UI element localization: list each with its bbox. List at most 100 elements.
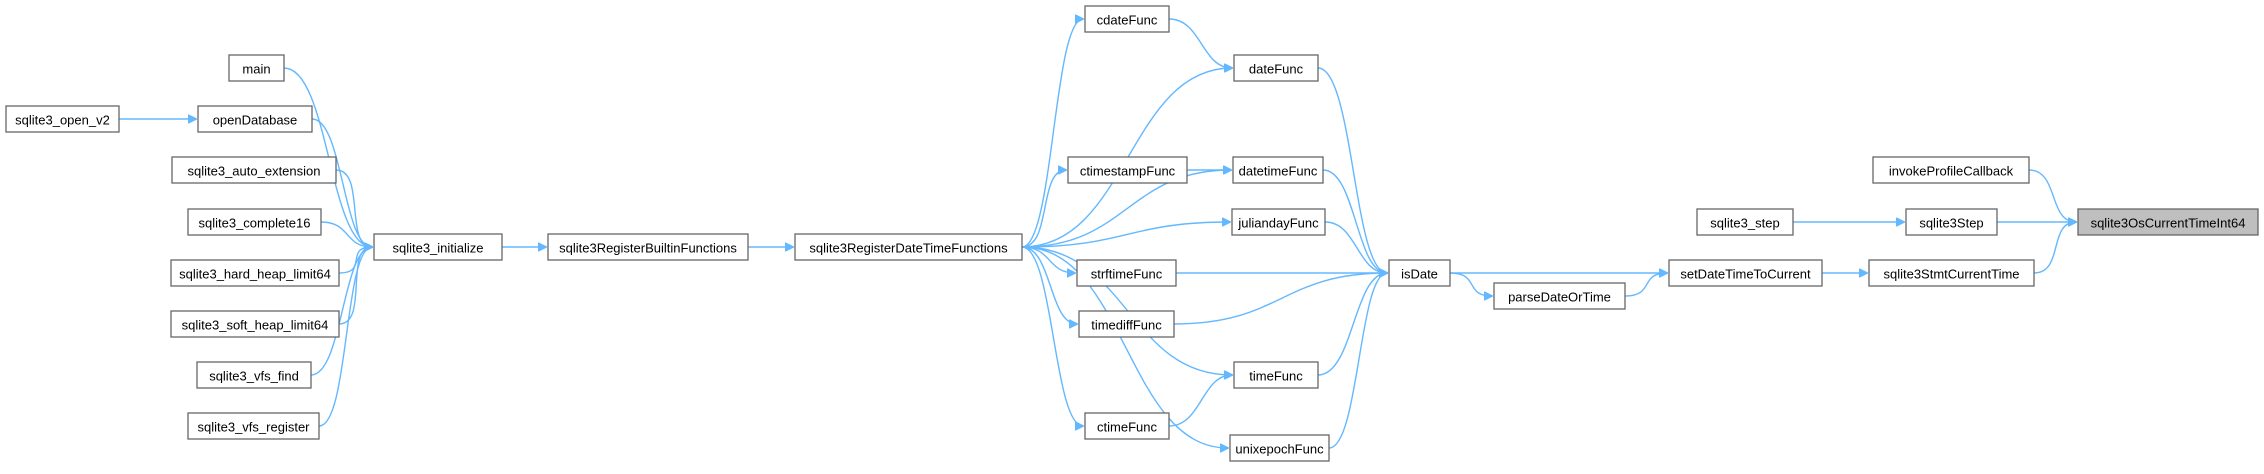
node-box[interactable] [1084,412,1170,440]
edge-cdate-func-to-date-func [1168,18,1232,68]
node-label: unixepochFunc [1235,442,1324,457]
node-parse-date-or-time[interactable]: parseDateOrTime [1493,282,1626,310]
node-box[interactable] [794,233,1023,261]
node-sqlite3-complete16[interactable]: sqlite3_complete16 [187,208,322,236]
node-box[interactable] [1696,208,1794,236]
node-box[interactable] [1084,5,1170,33]
node-label: timediffFunc [1091,318,1162,333]
node-label: sqlite3_complete16 [198,216,310,231]
node-label: parseDateOrTime [1508,290,1611,305]
node-sqlite3os-current-time-int64[interactable]: sqlite3OsCurrentTimeInt64 [2077,208,2259,236]
node-sqlite3-vfs-register[interactable]: sqlite3_vfs_register [187,412,320,440]
edge-sqlite3register-date-time-functions-to-ctime-func [1021,246,1083,426]
edge-ctime-func-to-time-func [1168,375,1232,427]
edge-sqlite3-hard-heap-limit64-to-sqlite3-initialize [338,247,372,274]
node-unixepoch-func[interactable]: unixepochFunc [1229,434,1330,462]
edge-parse-date-or-time-to-set-date-time-to-current [1624,273,1667,297]
node-box[interactable] [1233,54,1319,82]
node-cdate-func[interactable]: cdateFunc [1084,5,1170,33]
node-box[interactable] [1067,156,1188,184]
node-sqlite3-hard-heap-limit64[interactable]: sqlite3_hard_heap_limit64 [170,259,340,287]
node-is-date[interactable]: isDate [1388,259,1451,287]
node-label: sqlite3Step [1919,216,1983,231]
node-datetime-func[interactable]: datetimeFunc [1232,156,1324,184]
node-sqlite3stmt-current-time[interactable]: sqlite3StmtCurrentTime [1868,259,2035,287]
node-date-func[interactable]: dateFunc [1233,54,1319,82]
node-time-func[interactable]: timeFunc [1233,361,1319,389]
node-label: setDateTimeToCurrent [1680,267,1811,282]
node-box[interactable] [1868,259,2035,287]
edge-sqlite3register-date-time-functions-to-julianday-func [1021,222,1230,248]
node-label: sqlite3RegisterDateTimeFunctions [809,241,1008,256]
node-box[interactable] [228,54,285,82]
node-box[interactable] [170,310,340,338]
node-label: ctimestampFunc [1080,164,1176,179]
node-box[interactable] [170,259,340,287]
node-sqlite3register-date-time-functions[interactable]: sqlite3RegisterDateTimeFunctions [794,233,1023,261]
node-label: datetimeFunc [1239,164,1318,179]
node-box[interactable] [547,233,749,261]
node-box[interactable] [1905,208,1998,236]
node-ctimestamp-func[interactable]: ctimestampFunc [1067,156,1188,184]
node-box[interactable] [2077,208,2259,236]
node-box[interactable] [5,105,120,133]
node-box[interactable] [1388,259,1451,287]
node-sqlite3-initialize[interactable]: sqlite3_initialize [373,233,503,261]
node-box[interactable] [1493,282,1626,310]
node-label: timeFunc [1249,369,1303,384]
node-box[interactable] [1232,156,1324,184]
edge-sqlite3stmt-current-time-to-sqlite3os-current-time-int64 [2033,222,2076,274]
edge-timediff-func-to-is-date [1173,273,1387,325]
node-box[interactable] [1076,259,1177,287]
node-box[interactable] [187,208,322,236]
node-box[interactable] [373,233,503,261]
node-label: juliandayFunc [1237,216,1319,231]
node-label: sqlite3_auto_extension [188,164,321,179]
node-ctime-func[interactable]: ctimeFunc [1084,412,1170,440]
node-box[interactable] [1078,310,1175,338]
node-main[interactable]: main [228,54,285,82]
node-open-database[interactable]: openDatabase [197,105,313,133]
node-sqlite3-soft-heap-limit64[interactable]: sqlite3_soft_heap_limit64 [170,310,340,338]
node-box[interactable] [196,361,312,389]
node-label: sqlite3_initialize [392,241,483,256]
edge-invoke-profile-callback-to-sqlite3os-current-time-int64 [2028,169,2076,222]
node-box[interactable] [187,412,320,440]
node-strftime-func[interactable]: strftimeFunc [1076,259,1177,287]
node-sqlite3-open-v2[interactable]: sqlite3_open_v2 [5,105,120,133]
node-label: invokeProfileCallback [1889,164,2014,179]
node-box[interactable] [1233,361,1319,389]
node-label: sqlite3_vfs_register [198,420,311,435]
node-label: sqlite3OsCurrentTimeInt64 [2091,216,2246,231]
node-julianday-func[interactable]: juliandayFunc [1231,208,1326,236]
node-box[interactable] [1229,434,1330,462]
node-label: sqlite3StmtCurrentTime [1883,267,2019,282]
node-sqlite3step[interactable]: sqlite3Step [1905,208,1998,236]
node-invoke-profile-callback[interactable]: invokeProfileCallback [1872,156,2030,184]
node-timediff-func[interactable]: timediffFunc [1078,310,1175,338]
node-sqlite3register-builtin-functions[interactable]: sqlite3RegisterBuiltinFunctions [547,233,749,261]
node-label: strftimeFunc [1091,267,1163,282]
edge-sqlite3register-date-time-functions-to-unixepoch-func [1021,246,1228,448]
node-label: isDate [1401,267,1438,282]
node-label: sqlite3_hard_heap_limit64 [179,267,331,282]
node-sqlite3-auto-extension[interactable]: sqlite3_auto_extension [171,156,337,184]
node-box[interactable] [1231,208,1326,236]
edge-sqlite3-soft-heap-limit64-to-sqlite3-initialize [338,247,372,325]
node-label: sqlite3_soft_heap_limit64 [182,318,329,333]
node-box[interactable] [1872,156,2030,184]
node-label: sqlite3_step [1710,216,1779,231]
node-sqlite3-step[interactable]: sqlite3_step [1696,208,1794,236]
node-label: cdateFunc [1097,13,1158,28]
node-sqlite3-vfs-find[interactable]: sqlite3_vfs_find [196,361,312,389]
node-box[interactable] [171,156,337,184]
edge-sqlite3-vfs-register-to-sqlite3-initialize [318,247,372,427]
node-label: openDatabase [213,113,298,128]
node-box[interactable] [197,105,313,133]
edge-time-func-to-is-date [1317,273,1387,376]
edge-is-date-to-parse-date-or-time [1449,272,1492,296]
node-set-date-time-to-current[interactable]: setDateTimeToCurrent [1668,259,1823,287]
node-box[interactable] [1668,259,1823,287]
edge-sqlite3-vfs-find-to-sqlite3-initialize [310,247,372,376]
